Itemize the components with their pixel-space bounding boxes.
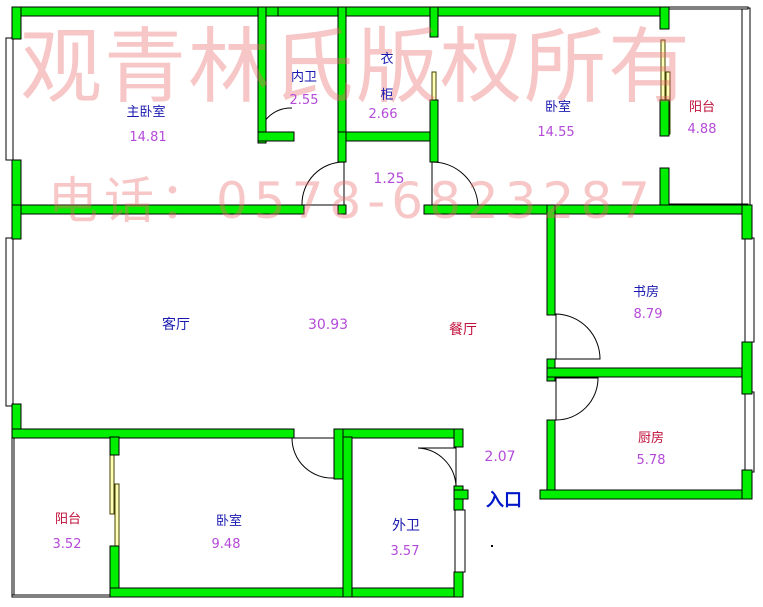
label-ensuite-area: 2.55 — [289, 93, 319, 108]
label-closet-name-top: 衣 — [380, 52, 394, 67]
window-bathroom-east — [454, 509, 466, 573]
label-living-area: 30.93 — [307, 317, 349, 333]
window-kitchen-east — [744, 391, 755, 473]
wall-study-west — [546, 204, 556, 316]
wall-entry-jamb — [453, 489, 469, 500]
wall-study-kitchen — [546, 367, 753, 378]
door-study — [555, 313, 601, 360]
label-bedroom-ne-name: 卧室 — [544, 100, 572, 115]
window-balcony-ne — [741, 7, 751, 209]
wall-bath-north — [333, 428, 463, 439]
wall-living-west-top — [11, 204, 22, 240]
label-master-area: 14.81 — [129, 130, 167, 145]
label-master-name: 主卧室 — [126, 105, 166, 120]
label-bedroom-sw-area: 9.48 — [211, 537, 241, 552]
label-closet-name-bottom: 柜 — [380, 88, 394, 103]
wall-bath-ne-stub — [453, 428, 464, 448]
wall-east-b — [741, 341, 753, 395]
label-balcony-sw-name: 阳台 — [54, 512, 82, 527]
wall-kitchen-south — [539, 489, 753, 500]
wall-ne-stub — [659, 6, 670, 30]
door-bedroom-ne — [431, 161, 479, 206]
window-master-west — [5, 37, 14, 161]
walls — [11, 6, 753, 598]
label-bathroom-name: 外卫 — [392, 518, 420, 534]
window-living-west — [5, 237, 14, 407]
label-study-area: 8.79 — [633, 307, 663, 322]
balcony-sw-door-a — [109, 451, 115, 515]
label-entrance: 入口 — [486, 490, 522, 511]
label-dining-name: 餐厅 — [449, 322, 477, 338]
label-balcony-ne-area: 4.88 — [687, 122, 717, 137]
wall-kitchen-west — [546, 419, 556, 499]
wall-living-south — [11, 428, 295, 439]
label-ensuite-name: 内卫 — [290, 70, 318, 85]
wall-master-ensuite — [257, 6, 267, 144]
wall-north-a — [11, 6, 271, 17]
wall-west-top — [11, 6, 22, 40]
label-hall-area: 1.25 — [373, 171, 405, 187]
label-balcony-ne-name: 阳台 — [688, 100, 716, 115]
wall-hall-west — [337, 131, 347, 163]
wall-ensuite-south — [257, 131, 295, 142]
balcony-sw-rail-west — [11, 436, 15, 598]
door-bathroom — [417, 447, 457, 487]
balcony-sw-door-b — [114, 483, 120, 549]
window-study-east — [744, 237, 755, 343]
wall-balcony-sw-top — [109, 436, 120, 456]
door-kitchen — [555, 377, 599, 421]
label-balcony-sw-area: 3.52 — [52, 537, 82, 552]
wall-closet-south — [337, 131, 439, 142]
label-bedroom-ne-area: 14.55 — [537, 125, 575, 140]
wall-east-c — [741, 469, 753, 500]
label-bedroom-sw-name: 卧室 — [215, 514, 243, 529]
label-bathroom-area: 3.57 — [390, 544, 420, 559]
wall-south — [109, 587, 463, 598]
wall-band-west — [11, 204, 305, 215]
wall-west-mid — [11, 159, 22, 213]
wall-closet-east-bottom — [429, 99, 439, 163]
label-foyer-area: 2.07 — [484, 449, 516, 465]
door-master — [301, 161, 345, 206]
wall-east-a — [741, 204, 753, 240]
wall-ne-mid — [659, 99, 670, 137]
label-living-name: 客厅 — [162, 317, 190, 333]
balcony-ne-door-a — [660, 39, 666, 103]
wall-bath-east-bottom — [453, 571, 464, 598]
wall-closet-east-top — [429, 6, 439, 38]
marker-dot — [491, 545, 493, 547]
balcony-sw-rail-south — [11, 594, 113, 598]
wall-band-stub — [337, 204, 347, 215]
wall-bedroom-bath — [342, 436, 353, 598]
balcony-ne-rail-north — [667, 6, 749, 10]
wall-band-east — [423, 204, 753, 215]
wall-ensuite-closet — [337, 6, 347, 144]
wall-north-c — [277, 6, 669, 17]
label-kitchen-name: 厨房 — [637, 431, 665, 446]
door-bedroom-sw — [291, 437, 335, 479]
wall-bedroom-bath-top — [333, 428, 344, 480]
label-kitchen-area: 5.78 — [636, 453, 666, 468]
label-study-name: 书房 — [632, 285, 660, 300]
label-closet-area: 2.66 — [368, 107, 398, 122]
